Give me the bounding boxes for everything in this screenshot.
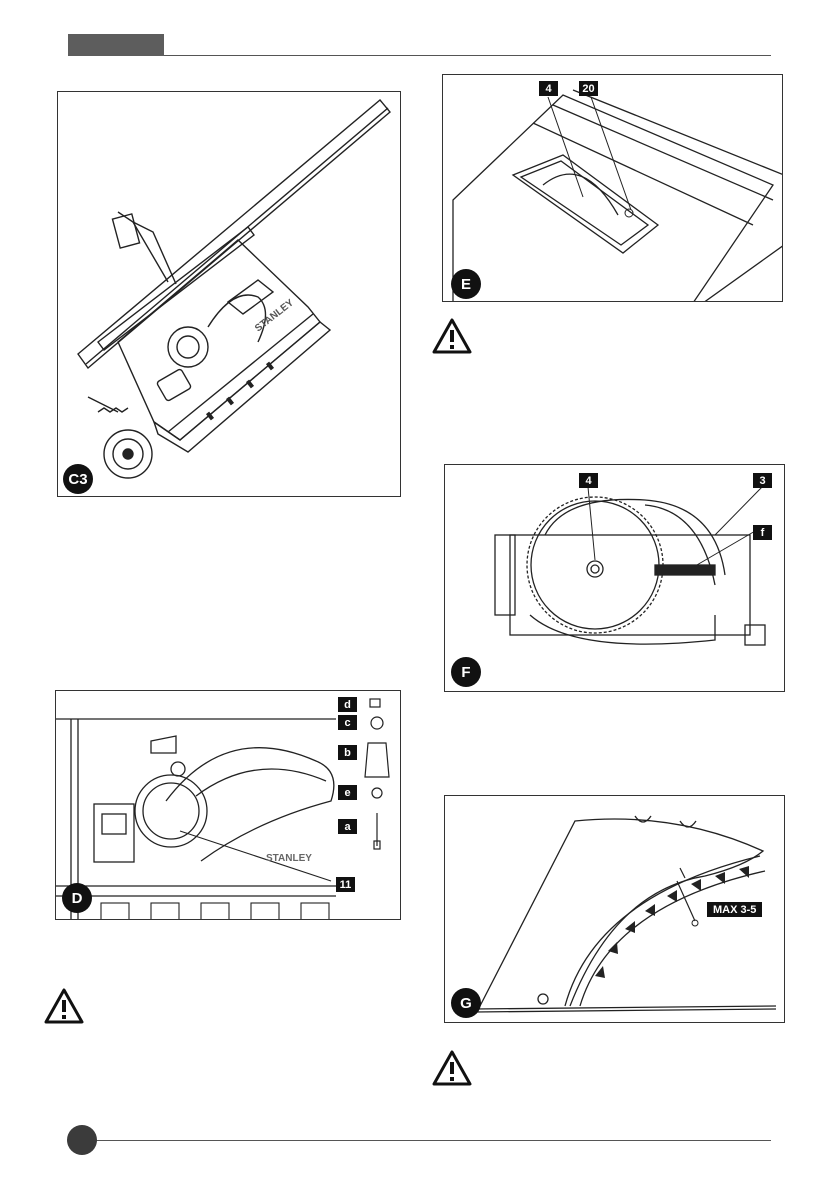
- callout-f-4: 4: [579, 473, 598, 488]
- footer-rule: [96, 1140, 771, 1141]
- header-rule: [164, 55, 771, 56]
- figure-label-d: D: [62, 883, 92, 913]
- figure-c3: STANLEY C3: [57, 91, 401, 497]
- figure-label-f: F: [451, 657, 481, 687]
- d-brand-text: STANLEY: [266, 853, 312, 864]
- header-tab: [68, 34, 164, 56]
- page-number-badge: [67, 1125, 97, 1155]
- callout-d-c: c: [338, 715, 357, 730]
- warning-triangle-icon: [44, 988, 84, 1024]
- saw-tilted-illustration: STANLEY: [58, 92, 401, 497]
- figure-g: MAX 3-5 G: [444, 795, 785, 1023]
- callout-d-11: 11: [336, 877, 355, 892]
- blade-housing-illustration: [445, 465, 785, 692]
- warning-triangle-icon: [432, 318, 472, 354]
- callout-g-max: MAX 3-5: [707, 902, 762, 917]
- warning-triangle-icon: [432, 1050, 472, 1086]
- callout-d-d: d: [338, 697, 357, 712]
- callout-f-f: f: [753, 525, 772, 540]
- figure-label-g: G: [451, 988, 481, 1018]
- callout-f-3: 3: [753, 473, 772, 488]
- callout-d-e: e: [338, 785, 357, 800]
- callout-d-b: b: [338, 745, 357, 760]
- callout-e-4: 4: [539, 81, 558, 96]
- table-top-illustration: [443, 75, 783, 302]
- callout-e-20: 20: [579, 81, 598, 96]
- figure-label-e: E: [451, 269, 481, 299]
- figure-e: 4 20 E: [442, 74, 783, 302]
- callout-d-a: a: [338, 819, 357, 834]
- figure-d: STANLEY d c b e a 11 D: [55, 690, 401, 920]
- figure-f: 4 3 f F: [444, 464, 785, 692]
- c3-brand-text: STANLEY: [253, 297, 296, 334]
- figure-label-c3: C3: [63, 464, 93, 494]
